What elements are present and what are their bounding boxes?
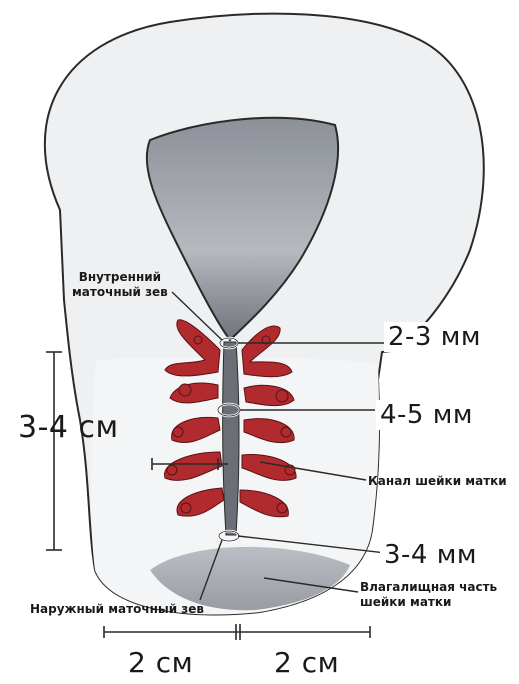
vaginal-part-label-line1: Влагалищная часть (360, 580, 497, 595)
internal-os-label-line2: маточный зев (72, 285, 168, 300)
internal-os-label: Внутренний маточный зев (72, 270, 168, 300)
internal-os-label-line1: Внутренний (72, 270, 168, 285)
width-scale (104, 624, 370, 640)
internal-diameter-value: 2-3 мм (384, 322, 485, 352)
canal-label: Канал шейки матки (368, 474, 507, 489)
external-diameter-value: 3-4 мм (380, 540, 481, 570)
length-scale (46, 352, 62, 550)
vaginal-part-label: Влагалищная часть шейки матки (360, 580, 497, 610)
right-width-value: 2 см (274, 646, 339, 679)
external-os-label: Наружный маточный зев (30, 602, 204, 617)
left-width-value: 2 см (128, 646, 193, 679)
middle-diameter-value: 4-5 мм (376, 400, 477, 430)
cervix-length-value: 3-4 см (18, 410, 119, 445)
cervical-canal (223, 342, 239, 535)
vaginal-part-label-line2: шейки матки (360, 595, 497, 610)
